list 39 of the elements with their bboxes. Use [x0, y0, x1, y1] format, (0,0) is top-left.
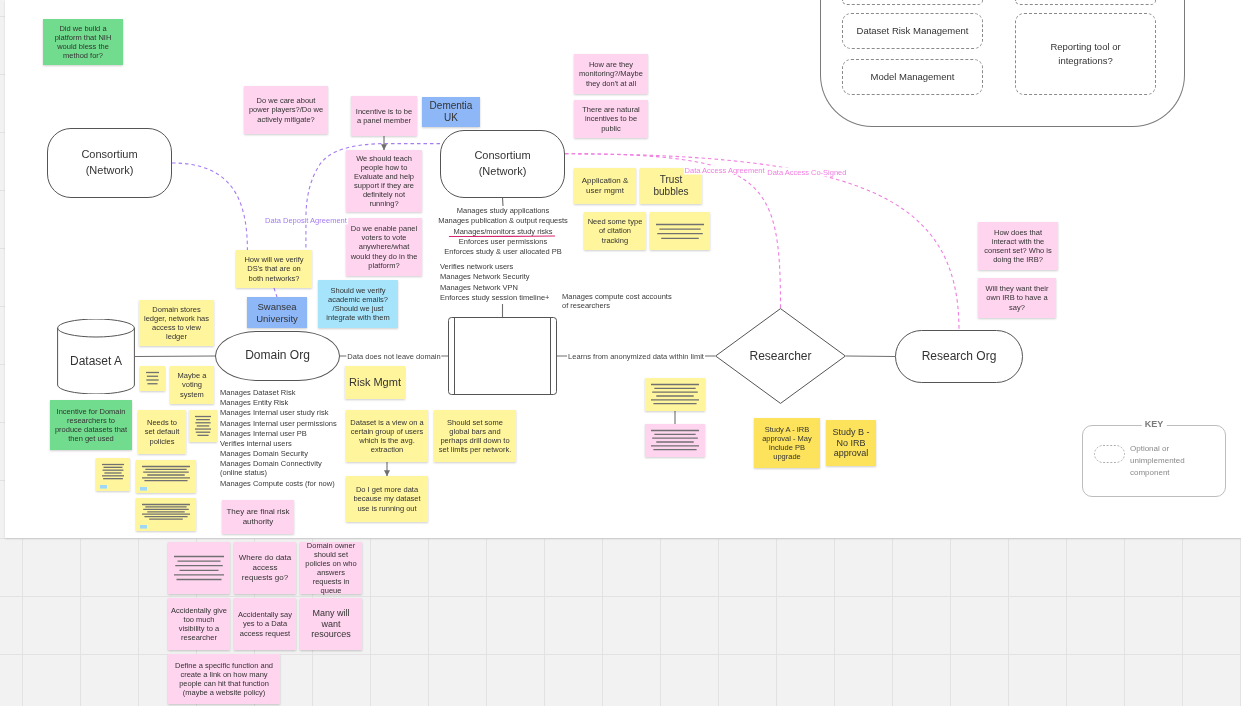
- sticky-note: [96, 458, 130, 491]
- sticky-note: Swansea University: [247, 297, 307, 328]
- dashed-connector: [273, 287, 278, 298]
- node-label: Dataset A: [70, 353, 122, 368]
- sticky-note: [168, 542, 230, 594]
- rounded-panel: [820, 0, 1185, 127]
- sticky-note: [140, 366, 165, 391]
- node-label: Researcher: [749, 349, 812, 363]
- connector-line: [134, 355, 216, 358]
- rounded-box: Consortium (Network): [440, 130, 565, 198]
- sticky-note: [189, 410, 217, 442]
- sticky-note: They are final risk authority: [222, 500, 294, 534]
- dashed-box: Model Management: [842, 59, 983, 95]
- pill-node: Research Org: [895, 330, 1023, 383]
- connector-line: [674, 410, 676, 425]
- dashed-connector: [305, 143, 441, 251]
- sticky-note: [650, 212, 710, 250]
- dashed-connector: [171, 162, 248, 251]
- connector-line: [845, 355, 896, 358]
- dashed-box: Reporting tool or integrations?: [1015, 13, 1156, 95]
- arrow: [381, 135, 387, 151]
- arrow: [384, 461, 390, 477]
- sticky-note: [645, 378, 705, 411]
- sticky-note: [136, 460, 196, 493]
- connector-line: [501, 303, 504, 318]
- dashed-box: Dataset Risk Management: [842, 13, 983, 49]
- sticky-note: Where do data access requests go?: [234, 542, 296, 594]
- dashed-connector: [564, 153, 960, 331]
- legend-title: KEY: [1141, 420, 1167, 429]
- sticky-note: Study B - No IRB approval: [826, 420, 876, 466]
- sticky-note: Risk Mgmt: [345, 366, 405, 399]
- sticky-note: Dementia UK: [422, 97, 480, 127]
- sticky-note: Application & user mgmt: [574, 168, 636, 204]
- rounded-box: Consortium (Network): [47, 128, 172, 198]
- connector-line: [501, 197, 504, 207]
- sticky-note: Many will want resources: [300, 598, 362, 650]
- legend-text: Optional or unimplemented component: [1130, 443, 1186, 479]
- sticky-note: [136, 498, 196, 531]
- sticky-note: [645, 424, 705, 457]
